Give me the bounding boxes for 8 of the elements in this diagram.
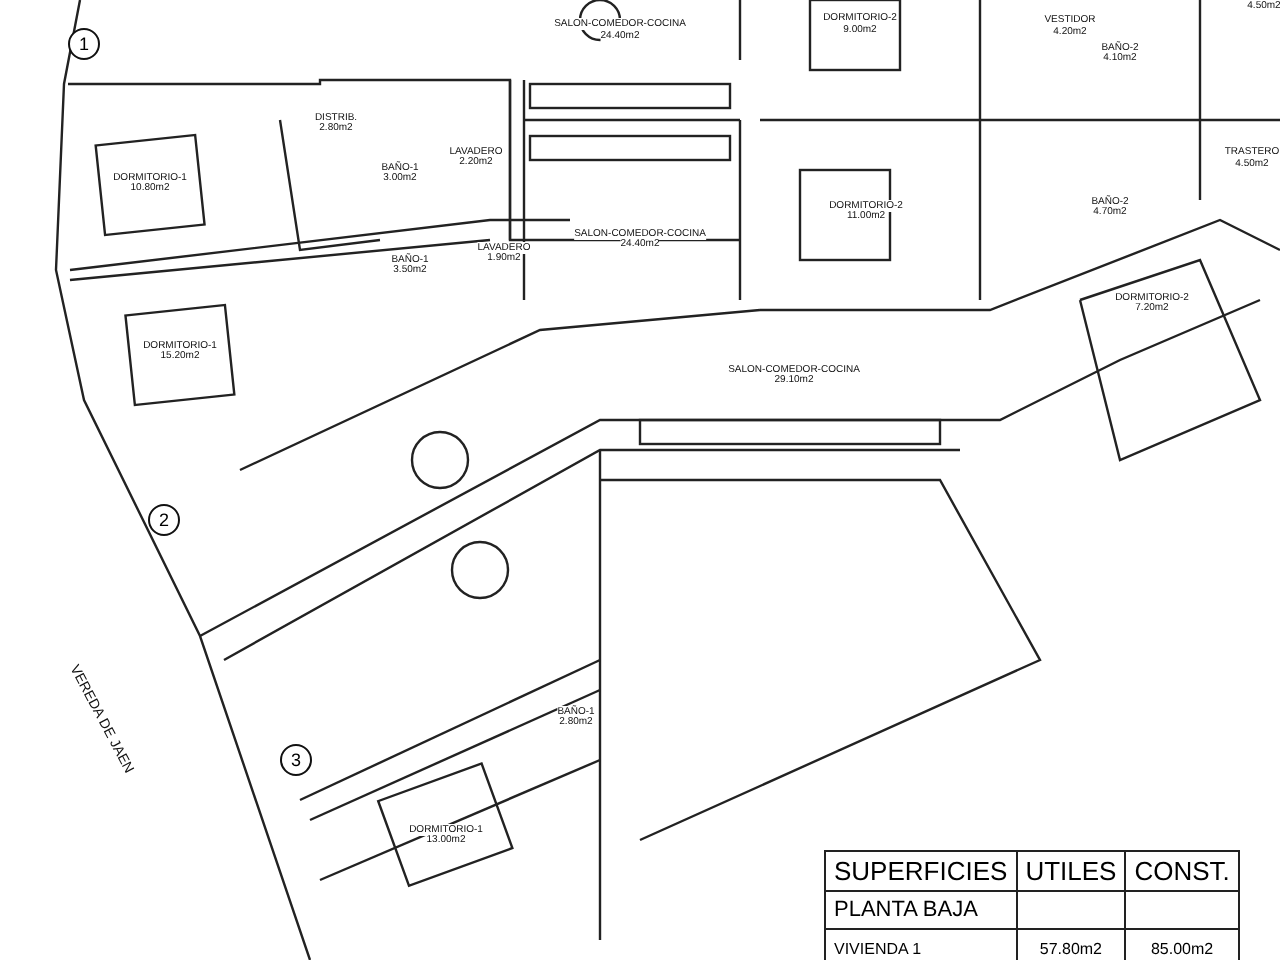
table-cell: PLANTA BAJA [825,891,1017,929]
unit-number-marker: 1 [68,28,100,60]
table-cell: SUPERFICIES [825,851,1017,891]
table-cell: UTILES [1016,851,1126,891]
table-cell: CONST. [1125,851,1239,891]
table-cell: VIVIENDA 1 [825,929,1017,960]
unit-number-marker: 2 [148,504,180,536]
unit-number-marker: 3 [280,744,312,776]
